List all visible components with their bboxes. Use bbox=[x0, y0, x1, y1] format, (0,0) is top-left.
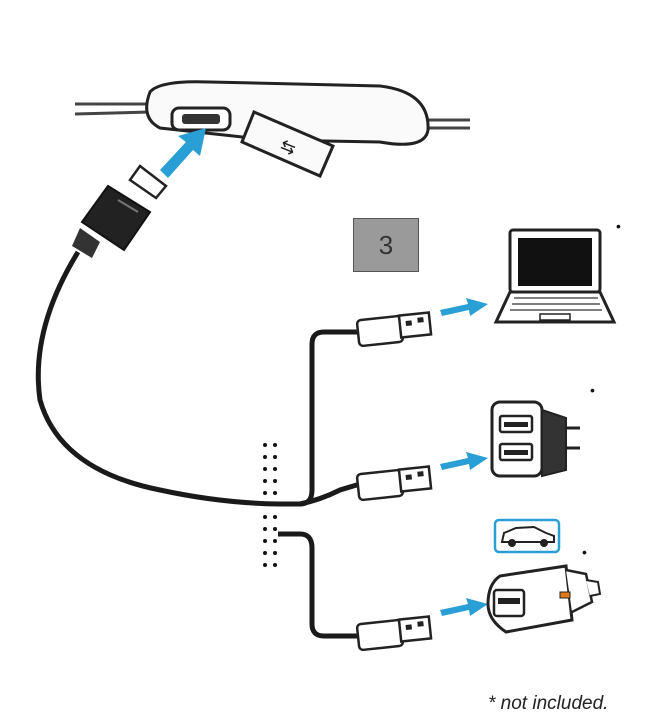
usb-plug-laptop bbox=[355, 311, 433, 348]
svg-text:⇆: ⇆ bbox=[277, 135, 299, 160]
arrow-icon bbox=[440, 298, 488, 616]
car-icon bbox=[493, 518, 561, 554]
not-included-marker-wall-charger: • bbox=[590, 382, 595, 398]
usb-plug-car bbox=[355, 615, 433, 652]
arrow-icon bbox=[160, 128, 206, 178]
usb-cable-icon bbox=[72, 164, 168, 258]
step-number-badge: 3 bbox=[353, 218, 419, 272]
not-included-marker-laptop: • bbox=[616, 218, 621, 234]
usb-plug-wall bbox=[355, 465, 433, 502]
headset-icon: ⇆ bbox=[74, 80, 470, 178]
wall-charger-icon bbox=[490, 400, 580, 478]
footnote-not-included: * not included. bbox=[488, 693, 609, 714]
car-charger-icon bbox=[486, 564, 602, 634]
not-included-marker-car-charger: • bbox=[582, 544, 587, 560]
laptop-icon bbox=[493, 228, 617, 324]
